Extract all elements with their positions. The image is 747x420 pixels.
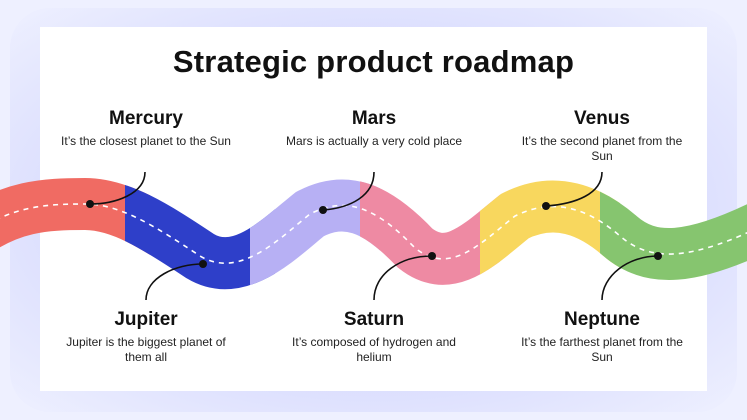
milestone-description: It’s the farthest planet from the Sun: [521, 335, 683, 364]
marker-mercury: [86, 200, 94, 208]
segment-saturn: [360, 181, 500, 285]
milestone-title: Jupiter: [114, 309, 178, 330]
milestone-description: It’s composed of hydrogen and helium: [292, 335, 456, 364]
connector-mercury: [89, 171, 146, 205]
marker-mars: [319, 206, 327, 214]
marker-venus: [542, 202, 550, 210]
connector-mars: [322, 171, 375, 211]
milestone-neptune: Neptune It’s the farthest planet from th…: [512, 309, 692, 365]
milestone-title: Mars: [351, 108, 397, 129]
connector-neptune: [601, 255, 659, 301]
milestone-description: Mars is actually a very cold place: [285, 134, 463, 148]
milestone-description: It’s the second planet from the Sun: [521, 134, 683, 163]
milestone-title: Mercury: [109, 108, 183, 129]
connector-saturn: [373, 255, 433, 301]
segment-mercury: [0, 177, 150, 255]
marker-saturn: [428, 252, 436, 260]
milestone-title: Saturn: [343, 309, 405, 330]
milestone-mercury: Mercury It’s the closest planet to the S…: [56, 108, 236, 149]
marker-neptune: [654, 252, 662, 260]
milestone-description: It’s the closest planet to the Sun: [61, 134, 231, 148]
milestone-mars: Mars Mars is actually a very cold place: [284, 108, 464, 149]
page-title: Strategic product roadmap: [172, 44, 575, 79]
connector-jupiter: [145, 263, 204, 301]
marker-jupiter: [199, 260, 207, 268]
milestone-title: Venus: [574, 108, 630, 129]
segment-neptune: [600, 191, 747, 280]
connector-venus: [545, 171, 603, 207]
milestone-saturn: Saturn It’s composed of hydrogen and hel…: [284, 309, 464, 365]
milestone-description: Jupiter is the biggest planet of them al…: [66, 335, 226, 364]
milestone-title: Neptune: [564, 309, 640, 330]
milestone-jupiter: Jupiter Jupiter is the biggest planet of…: [56, 309, 236, 365]
milestone-venus: Venus It’s the second planet from the Su…: [512, 108, 692, 164]
